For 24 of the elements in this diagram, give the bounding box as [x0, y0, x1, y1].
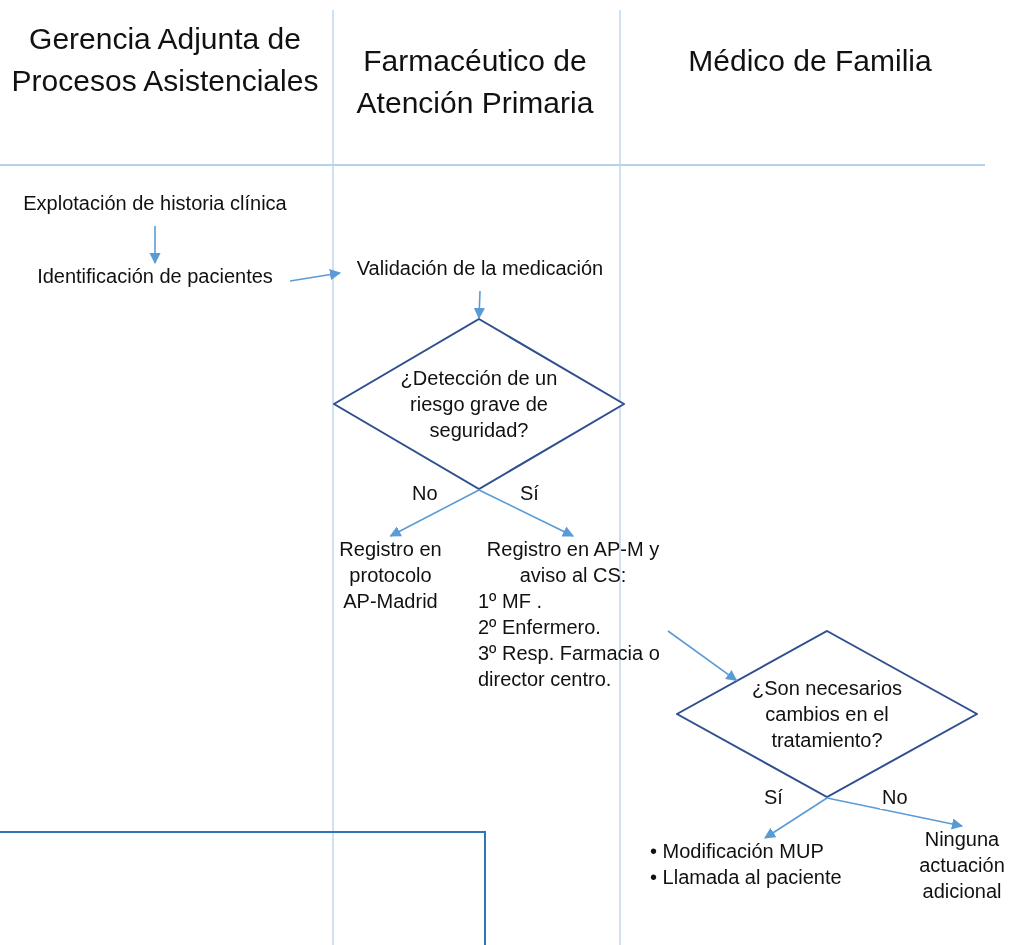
decision-text: ¿Son necesarios cambios en el tratamiento? [750, 676, 904, 753]
decision-text: ¿Detección de un riesgo grave de seguridad? [399, 366, 559, 443]
arrow [478, 489, 574, 537]
lane-header: Farmacéutico de Atención Primaria [355, 43, 595, 121]
step-text: Identificación de pacientes [20, 263, 290, 299]
step-text: 1º MF . [478, 589, 543, 614]
arrow [289, 269, 342, 282]
list-item: • Modificación MUP [650, 839, 825, 864]
step-text: Registro en AP-M y aviso al CS: [485, 537, 661, 588]
step-text: Ninguna actuación adicional [912, 826, 1012, 918]
step-text: 3º Resp. Farmacia o director centro. [478, 641, 661, 692]
arrow [667, 630, 738, 682]
arrow [764, 797, 828, 839]
lane-header: Gerencia Adjunta de Procesos Asistenciales [10, 21, 320, 99]
list-item: • Llamada al paciente [650, 865, 843, 890]
step-text: 2º Enfermero. [478, 615, 602, 640]
arrow [473, 290, 485, 320]
lane-header: Médico de Familia [687, 43, 933, 79]
step-text: Explotación de historia clínica [5, 190, 305, 226]
step-text: Registro en protocolo AP-Madrid [333, 536, 448, 620]
arrow [149, 225, 161, 265]
arrow [826, 797, 964, 830]
step-text: Validación de la medicación [340, 255, 620, 291]
arrow [389, 489, 480, 537]
